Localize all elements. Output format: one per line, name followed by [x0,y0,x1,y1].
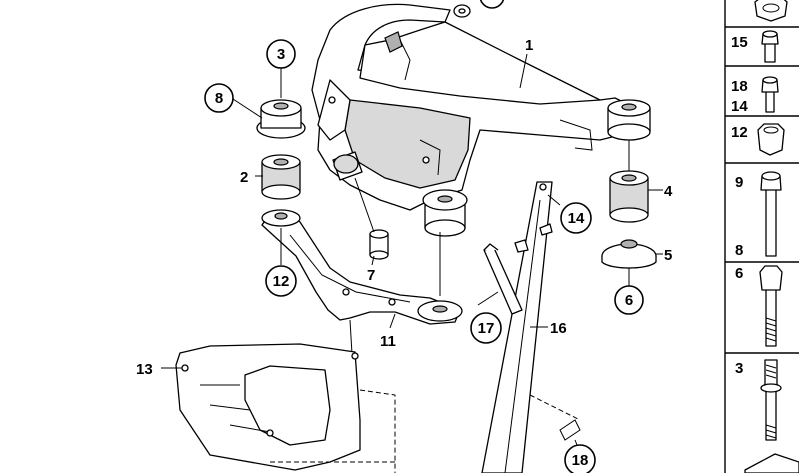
bottom-arrow-icon [744,453,799,473]
bracket-17 [477,243,523,315]
callout-5: 5 [664,247,672,264]
fastener-panel: 15 18 14 12 9 8 6 3 [724,0,799,473]
center-mount [422,189,468,296]
shield-13 [175,343,396,473]
callout-3: 3 [277,46,285,63]
panel-label-12: 12 [731,124,748,141]
bolt-18-icon [761,79,779,113]
callout-16: 16 [550,320,567,337]
circle-8 [204,83,234,113]
panel-label-6: 6 [735,265,743,282]
bushing-top-left [256,99,306,139]
circle-18 [564,444,596,473]
bolt-15-icon [761,33,779,63]
panel-label-14: 14 [731,98,748,115]
bushing-2 [261,154,301,200]
callout-12: 12 [273,273,290,290]
panel-label-8: 8 [735,242,743,259]
callout-4: 4 [664,183,673,200]
callout-8: 8 [215,90,223,107]
rear-axle-carrier [311,3,641,211]
circle-6 [614,285,644,315]
circle-3 [266,39,296,69]
bolt-9-icon [760,175,782,257]
right-mount [607,99,651,172]
callout-2: 2 [240,169,248,186]
circle-17 [470,312,502,344]
callout-7: 7 [367,267,375,284]
nut-top-icon [754,0,788,22]
circle-top-partial [479,0,505,9]
callout-14: 14 [568,210,585,227]
panel-label-3: 3 [735,360,743,377]
callout-17: 17 [478,320,495,337]
callout-18: 18 [572,452,589,469]
pad-5 [601,239,657,269]
bushing-7 [332,151,389,260]
circled-callouts: 3 8 12 14 6 17 18 [204,0,644,473]
panel-label-15: 15 [731,34,748,51]
circle-12 [265,265,297,297]
callout-11: 11 [380,333,396,350]
callout-13: 13 [136,361,153,378]
callout-6: 6 [625,292,633,309]
panel-label-9: 9 [735,174,743,191]
nut-12-icon [757,123,785,156]
leader-lines [161,53,663,446]
plain-callouts: 1 2 4 5 7 11 13 16 [136,37,673,378]
callout-1: 1 [525,37,533,54]
circle-14 [560,202,592,234]
panel-label-18: 18 [731,78,748,95]
bushing-4 [609,170,649,223]
strut-16 [481,181,581,473]
bolt-6-icon [759,265,783,347]
control-arm [261,209,463,355]
